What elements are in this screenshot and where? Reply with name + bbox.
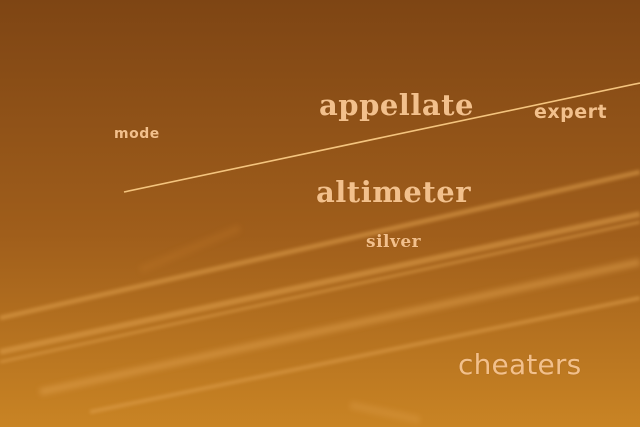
word-expert: expert (534, 101, 608, 123)
contrail-7 (349, 401, 421, 424)
contrail-2 (0, 211, 640, 355)
word-mode: mode (114, 126, 160, 142)
contrail-5 (89, 296, 640, 414)
contrail-1 (0, 169, 640, 321)
contrails (0, 169, 640, 424)
contrail-6 (138, 224, 242, 274)
contrail-3 (0, 220, 640, 364)
plane-streak (123, 82, 640, 193)
word-cheaters: cheaters (458, 348, 582, 381)
word-appellate: appellate (319, 88, 474, 122)
word-silver: silver (366, 232, 422, 252)
contrail-4 (39, 258, 640, 396)
word-altimeter: altimeter (316, 175, 471, 209)
